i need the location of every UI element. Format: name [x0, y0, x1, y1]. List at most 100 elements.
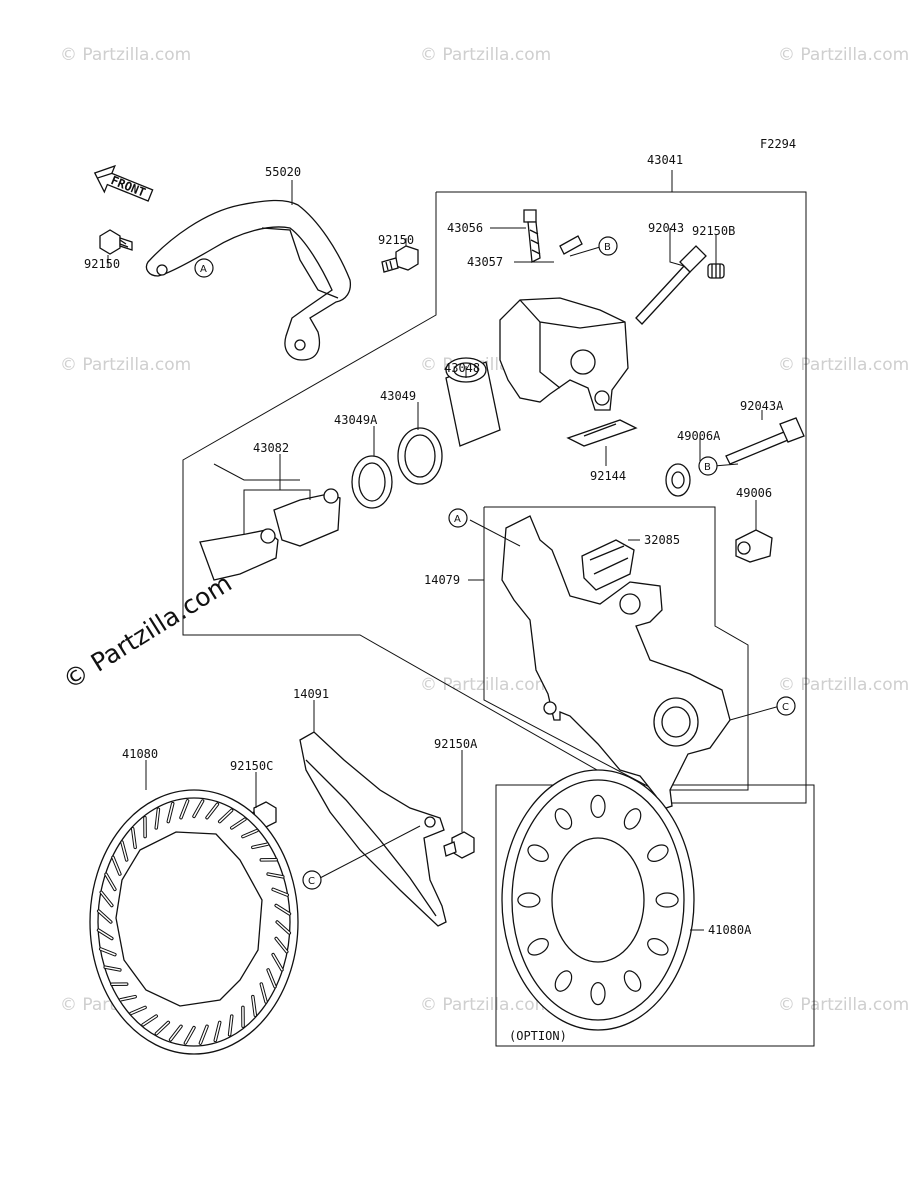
disc-slot-inner: [242, 829, 258, 838]
option-disc-slot: [655, 892, 679, 908]
ref-label: B: [704, 462, 711, 473]
disc-slot-inner: [275, 904, 291, 915]
ref-label: B: [604, 242, 611, 253]
part-label-32085: 32085: [644, 533, 680, 547]
disc-slot-inner: [252, 995, 257, 1016]
disc-slot-inner: [275, 937, 288, 953]
disc-slot-inner: [260, 983, 267, 1003]
slide-pin-92043-icon: [635, 245, 707, 325]
disc-slot-inner: [228, 1015, 233, 1036]
disc-slot-inner: [218, 809, 233, 823]
brake-pads-43082-icon: [199, 488, 341, 581]
disc-slot-inner: [104, 966, 121, 971]
part-label-55020: 55020: [265, 165, 301, 179]
disc-slot-inner: [231, 818, 246, 829]
disc-slot-inner: [214, 1021, 221, 1042]
ref-label: C: [308, 876, 315, 887]
part-label-41080: 41080: [122, 747, 158, 761]
part-label-92150C: 92150C: [230, 759, 273, 773]
option-disc-slot: [623, 970, 642, 992]
disc-slot-inner: [97, 910, 112, 923]
seal-43049-icon: [397, 427, 443, 485]
brake-disc-41080A-option: [501, 769, 695, 1031]
disc-slot-inner: [105, 873, 116, 891]
caliper-body-43041: [499, 297, 629, 411]
part-label-92043: 92043: [648, 221, 684, 235]
disc-slots: [96, 799, 292, 1045]
ref-label: A: [200, 264, 207, 275]
part-label-92150A: 92150A: [434, 737, 478, 751]
part-label-43056: 43056: [447, 221, 483, 235]
ref-label: A: [454, 514, 461, 525]
leader-lines: [107, 170, 781, 931]
watermark: © Partzilla.com: [778, 995, 909, 1015]
disc-slot-inner: [276, 921, 291, 934]
option-disc-slot: [527, 938, 549, 956]
bolt-92150-right-icon: [381, 245, 419, 273]
option-label: (OPTION): [509, 1029, 567, 1043]
watermark: © Partzilla.com: [60, 45, 191, 65]
disc-slot-inner: [206, 803, 219, 819]
slide-pin-92043A-icon: [725, 417, 805, 465]
disc-slot-inner: [121, 841, 128, 861]
disc-slot-inner: [184, 1026, 195, 1044]
watermark: © Partzilla.com: [778, 45, 909, 65]
caliper-bracket-14079: [501, 515, 731, 811]
watermark: © Partzilla.com: [778, 675, 909, 695]
option-disc-slot: [590, 794, 606, 819]
option-disc-slot: [554, 970, 573, 992]
boot-92150B-icon: [707, 263, 725, 279]
ref-marker-c-2: C: [302, 870, 322, 890]
part-labels: 55020 43041 92150 92150 43056 43057 9204…: [84, 153, 784, 937]
brake-disc-41080: [89, 789, 299, 1055]
option-disc-slot: [590, 981, 606, 1006]
option-disc-slot: [647, 938, 669, 956]
disc-slot-inner: [267, 873, 284, 878]
disc-slot-inner: [199, 1025, 208, 1044]
bolt-92150A-icon: [443, 831, 475, 859]
part-label-92043A: 92043A: [740, 399, 784, 413]
option-disc-slot: [554, 808, 573, 830]
pad-holder-32085-icon: [581, 539, 635, 591]
disc-guard-14091: [299, 731, 447, 927]
caliper-assembly-frame-left: [182, 192, 656, 804]
ref-label: C: [782, 702, 789, 713]
part-label-43057: 43057: [467, 255, 503, 269]
disc-slot-inner: [131, 828, 136, 849]
bleeder-cap-43057-icon: [559, 235, 583, 255]
disc-slot-inner: [142, 1015, 157, 1026]
bleeder-valve-43056-icon: [523, 209, 541, 264]
ref-marker-b-1: B: [598, 236, 618, 256]
ref-marker-c-1: C: [776, 696, 796, 716]
disc-slot-inner: [100, 891, 113, 907]
disc-slot-inner: [130, 1006, 146, 1015]
part-label-43049: 43049: [380, 389, 416, 403]
assembly-boundaries: (OPTION): [182, 191, 815, 1047]
disc-slot-inner: [272, 953, 283, 971]
ref-marker-a-1: A: [194, 258, 214, 278]
ref-marker-b-2: B: [698, 456, 718, 476]
disc-slot-inner: [155, 808, 160, 829]
seal-43049A-icon: [351, 455, 393, 509]
disc-slot-inner: [193, 800, 204, 818]
bracket-box-left: [483, 507, 656, 791]
watermark: © Partzilla.com: [778, 355, 909, 375]
part-label-41080A: 41080A: [708, 923, 752, 937]
pad-spring-92144-icon: [566, 419, 638, 447]
boot-49006-icon: [735, 529, 773, 563]
disc-slot-inner: [169, 1025, 182, 1041]
piston-43048-icon: [445, 357, 501, 447]
front-arrow-icon: FRONT: [93, 164, 154, 202]
disc-slot-inner: [99, 948, 116, 956]
part-label-43049A: 43049A: [334, 413, 378, 427]
option-disc-slot: [623, 808, 642, 830]
part-label-14079: 14079: [424, 573, 460, 587]
part-label-43041: 43041: [647, 153, 683, 167]
option-disc-slot: [527, 844, 549, 862]
part-label-43082: 43082: [253, 441, 289, 455]
part-label-92150B: 92150B: [692, 224, 735, 238]
part-label-92150-right: 92150: [378, 233, 414, 247]
part-55020-brake-guard: [145, 199, 352, 361]
part-label-92144: 92144: [590, 469, 626, 483]
